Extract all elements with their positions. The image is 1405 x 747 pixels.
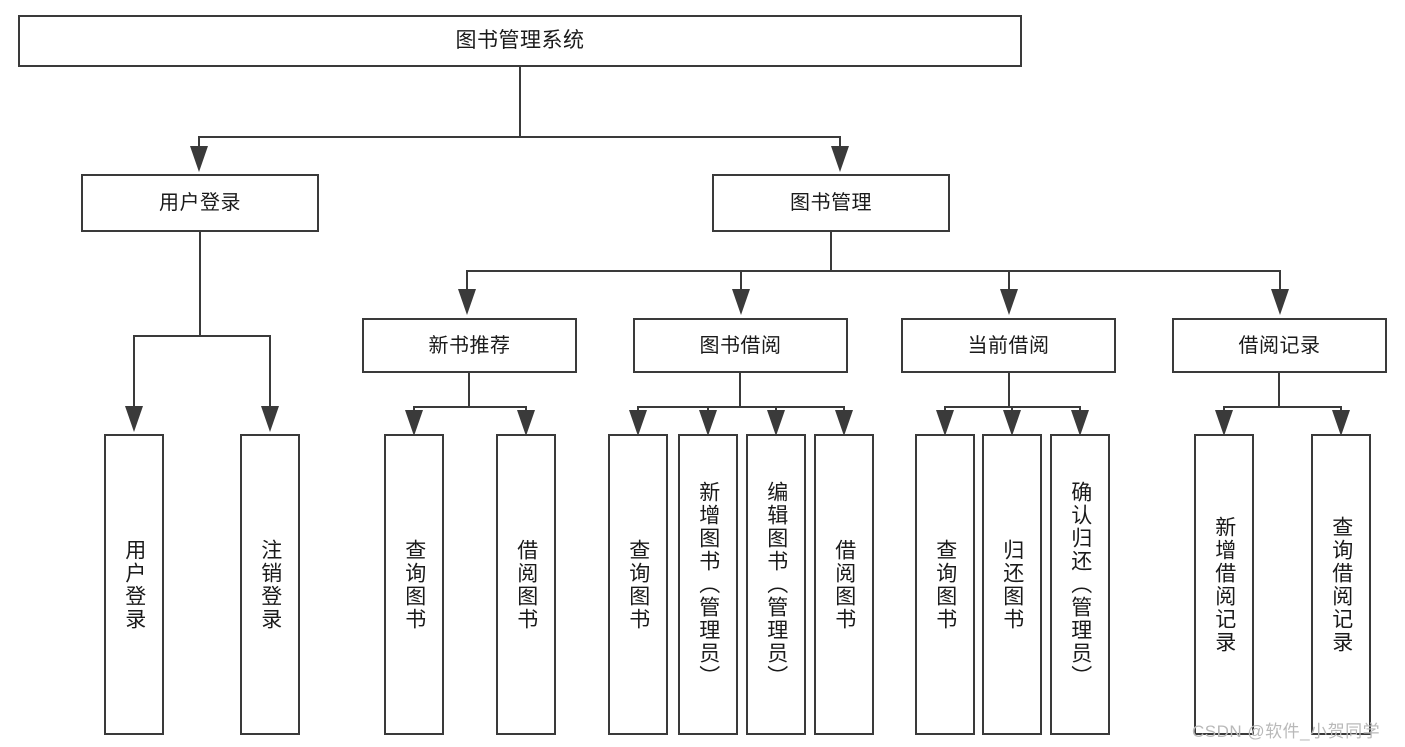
arrowhead-new-book-2	[517, 410, 535, 436]
arrowhead-borrow-record-2	[1332, 410, 1350, 436]
node-label: 借阅记录	[1238, 334, 1321, 357]
leaf-label: 注销登录	[258, 538, 282, 631]
node-label: 新书推荐	[428, 334, 511, 357]
arrowhead-book-borrow-4	[835, 410, 853, 436]
arrowhead-to-user-login	[190, 146, 208, 172]
watermark-text: CSDN @软件_小贺同学	[1192, 722, 1381, 741]
node-book-borrow[interactable]: 图书借阅	[633, 318, 848, 373]
leaf-book-borrow-edit-book[interactable]: 编辑图书（管理员）	[746, 434, 806, 735]
node-borrow-record[interactable]: 借阅记录	[1172, 318, 1387, 373]
connector-to-borrow-record	[1279, 270, 1281, 294]
node-label: 当前借阅	[967, 334, 1050, 357]
arrowhead-user-login-2	[261, 406, 279, 432]
leaf-label: 用户登录	[122, 538, 146, 631]
leaf-current-borrow-confirm-return[interactable]: 确认归还（管理员）	[1050, 434, 1110, 735]
connector-book-borrow-bus	[637, 406, 845, 408]
leaf-new-book-borrow-book[interactable]: 借阅图书	[496, 434, 556, 735]
node-label: 用户登录	[159, 192, 241, 214]
leaf-label: 编辑图书（管理员）	[764, 481, 788, 688]
leaf-label: 查询借阅记录	[1329, 515, 1353, 654]
connector-current-borrow-stem	[1008, 373, 1010, 407]
arrowhead-book-borrow-1	[629, 410, 647, 436]
arrowhead-to-current-borrow	[1000, 289, 1018, 315]
connector-user-login-stem	[199, 232, 201, 336]
leaf-label: 借阅图书	[514, 538, 538, 631]
connector-borrow-record-stem	[1278, 373, 1280, 407]
leaf-book-borrow-borrow-book[interactable]: 借阅图书	[814, 434, 874, 735]
leaf-book-borrow-query-book[interactable]: 查询图书	[608, 434, 668, 735]
connector-borrow-record-bus	[1223, 406, 1342, 408]
node-root-system[interactable]: 图书管理系统	[18, 15, 1022, 67]
leaf-label: 确认归还（管理员）	[1068, 481, 1092, 688]
connector-new-book-stem	[468, 373, 470, 407]
connector-new-book-bus	[413, 406, 527, 408]
arrowhead-book-borrow-2	[699, 410, 717, 436]
node-book-management[interactable]: 图书管理	[712, 174, 950, 232]
connector-to-current-borrow	[1008, 270, 1010, 294]
leaf-label: 查询图书	[626, 538, 650, 631]
connector-user-login-branch-1	[133, 335, 135, 410]
arrowhead-borrow-record-1	[1215, 410, 1233, 436]
node-label: 图书管理系统	[455, 29, 585, 53]
leaf-label: 归还图书	[1000, 538, 1024, 631]
connector-book-management-stem	[830, 232, 832, 272]
arrowhead-current-borrow-2	[1003, 410, 1021, 436]
arrowhead-to-new-book	[458, 289, 476, 315]
connector-book-borrow-stem	[739, 373, 741, 407]
arrowhead-current-borrow-3	[1071, 410, 1089, 436]
connector-root-stem	[519, 67, 521, 137]
arrowhead-book-borrow-3	[767, 410, 785, 436]
arrowhead-to-borrow-record	[1271, 289, 1289, 315]
arrowhead-current-borrow-1	[936, 410, 954, 436]
node-new-book-recommend[interactable]: 新书推荐	[362, 318, 577, 373]
connector-user-login-branch-2	[269, 335, 271, 410]
node-user-login[interactable]: 用户登录	[81, 174, 319, 232]
arrowhead-to-book-manage	[831, 146, 849, 172]
leaf-user-login-logout[interactable]: 注销登录	[240, 434, 300, 735]
leaf-label: 新增借阅记录	[1212, 515, 1236, 654]
connector-root-bus	[198, 136, 841, 138]
leaf-borrow-record-add-record[interactable]: 新增借阅记录	[1194, 434, 1254, 735]
leaf-current-borrow-query-book[interactable]: 查询图书	[915, 434, 975, 735]
leaf-current-borrow-return-book[interactable]: 归还图书	[982, 434, 1042, 735]
node-current-borrow[interactable]: 当前借阅	[901, 318, 1116, 373]
arrowhead-user-login-1	[125, 406, 143, 432]
leaf-label: 查询图书	[402, 538, 426, 631]
node-label: 图书借阅	[699, 334, 782, 357]
leaf-label: 新增图书（管理员）	[696, 481, 720, 688]
leaf-label: 查询图书	[933, 538, 957, 631]
arrowhead-to-book-borrow	[732, 289, 750, 315]
node-label: 图书管理	[790, 192, 872, 214]
arrowhead-new-book-1	[405, 410, 423, 436]
connector-to-book-borrow	[740, 270, 742, 294]
leaf-user-login-login[interactable]: 用户登录	[104, 434, 164, 735]
leaf-new-book-query-book[interactable]: 查询图书	[384, 434, 444, 735]
leaf-label: 借阅图书	[832, 538, 856, 631]
connector-book-management-bus	[466, 270, 1281, 272]
connector-to-new-book	[466, 270, 468, 294]
connector-user-login-bus	[133, 335, 271, 337]
leaf-borrow-record-query-record[interactable]: 查询借阅记录	[1311, 434, 1371, 735]
leaf-book-borrow-add-book[interactable]: 新增图书（管理员）	[678, 434, 738, 735]
